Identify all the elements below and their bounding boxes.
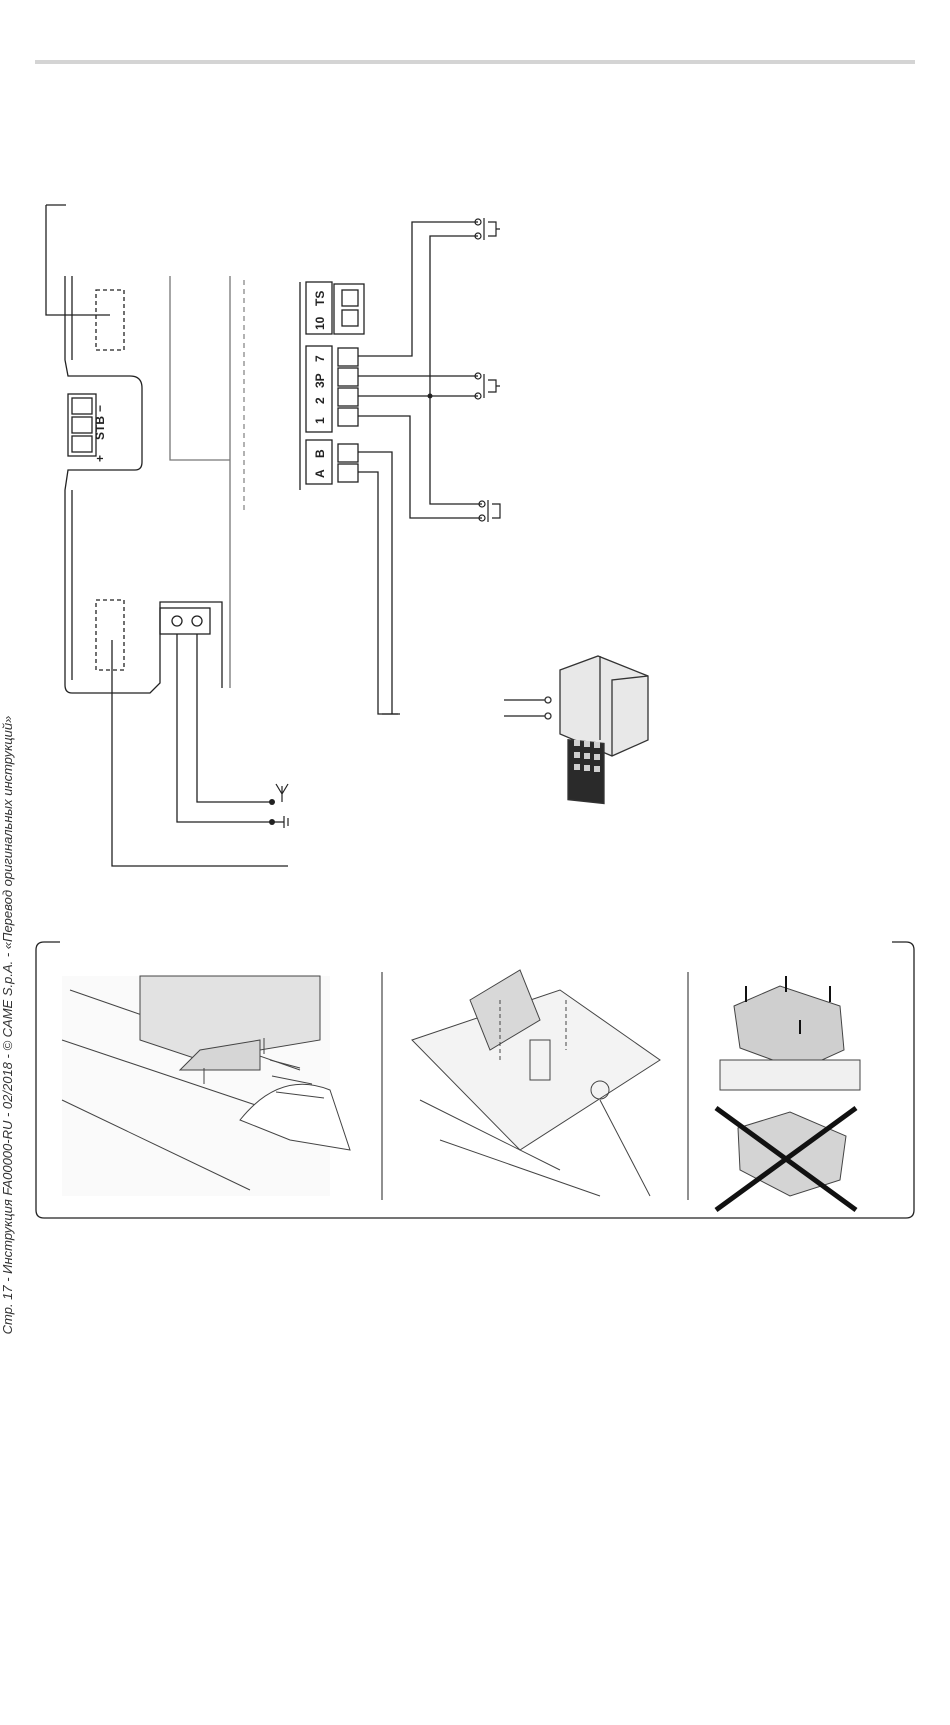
terminal-label-a: A [313,469,327,478]
terminal-label-10: 10 [313,316,327,330]
terminal-label-7: 7 [313,355,327,362]
ground-icon [272,816,288,828]
install-panel-3 [716,976,860,1210]
terminal-label-2: 2 [313,397,327,404]
install-panel-2 [412,970,660,1196]
terminal-label-1: 1 [313,417,327,424]
stb-minus-label: − [93,405,107,412]
stb-label: STB [93,416,107,440]
antenna-icon [276,784,288,802]
terminal-label-ts: TS [313,291,327,306]
terminal-labels: + STB − 10 TS 1 2 3P 7 A B [93,291,327,478]
stb-plus-label: + [93,455,107,462]
push-button-icon [475,218,500,522]
keypad-icon [545,656,648,803]
terminal-label-b: B [313,449,327,458]
wiring-diagram: + STB − 10 TS 1 2 3P 7 A B [0,0,950,1378]
terminal-label-3p: 3P [313,373,327,388]
install-panel-1 [62,976,350,1196]
